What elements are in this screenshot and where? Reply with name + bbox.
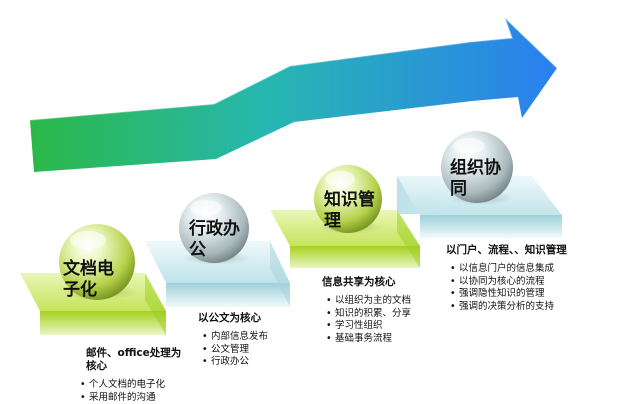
list-item: 强调隐性知识的管理: [450, 288, 576, 301]
stage-4-text: 以门户、流程、、知识管理 以信息门户的信息集成 以协同为核心的流程 强调隐性知识…: [446, 244, 576, 313]
stage-1-head: 邮件、office处理为核心: [86, 347, 182, 372]
stage-2-list: 内部信息发布 公文管理 行政办公: [198, 331, 298, 369]
list-item: 内部信息发布: [202, 331, 298, 344]
stage-3-text: 信息共享为核心 以组织为主的文档 知识的积累、分享 学习性组织 基础事务流程: [322, 276, 432, 345]
orb-3: [314, 165, 382, 234]
stage-2-head: 以公文为核心: [198, 312, 261, 324]
stage-3-head: 信息共享为核心: [322, 276, 396, 288]
stage-3-title: 知识管理: [324, 190, 375, 231]
stage-2-title: 行政办公: [189, 219, 240, 260]
stage-1-list: 个人文档的电子化 采用邮件的沟通: [80, 379, 190, 404]
stage-3-list: 以组织为主的文档 知识的积累、分享 学习性组织 基础事务流程: [322, 295, 432, 345]
stage-4-title: 组织协同: [450, 158, 501, 199]
list-item: 以信息门户的信息集成: [450, 263, 576, 276]
stage-1-title: 文档电子化: [63, 259, 114, 300]
list-item: 知识的积累、分享: [326, 308, 432, 321]
list-item: 采用邮件的沟通: [80, 392, 190, 404]
list-item: 基础事务流程: [326, 333, 432, 346]
stage-2-text: 以公文为核心 内部信息发布 公文管理 行政办公: [198, 312, 298, 369]
orb-1: [59, 224, 138, 300]
stage-1-text: 邮件、office处理为核心 个人文档的电子化 采用邮件的沟通: [80, 347, 190, 404]
list-item: 公文管理: [202, 344, 298, 357]
list-item: 学习性组织: [326, 320, 432, 333]
stage-4-head: 以门户、流程、、知识管理: [446, 244, 567, 256]
list-item: 个人文档的电子化: [80, 379, 190, 392]
list-item: 强调的决策分析的支持: [450, 301, 576, 314]
orb-4: [441, 131, 513, 205]
stage-4-list: 以信息门户的信息集成 以协同为核心的流程 强调隐性知识的管理 强调的决策分析的支…: [446, 263, 576, 313]
list-item: 以协同为核心的流程: [450, 276, 576, 289]
list-item: 行政办公: [202, 356, 298, 369]
progress-arrow: [29, 17, 558, 172]
list-item: 以组织为主的文档: [326, 295, 432, 308]
orb-2: [179, 193, 251, 265]
